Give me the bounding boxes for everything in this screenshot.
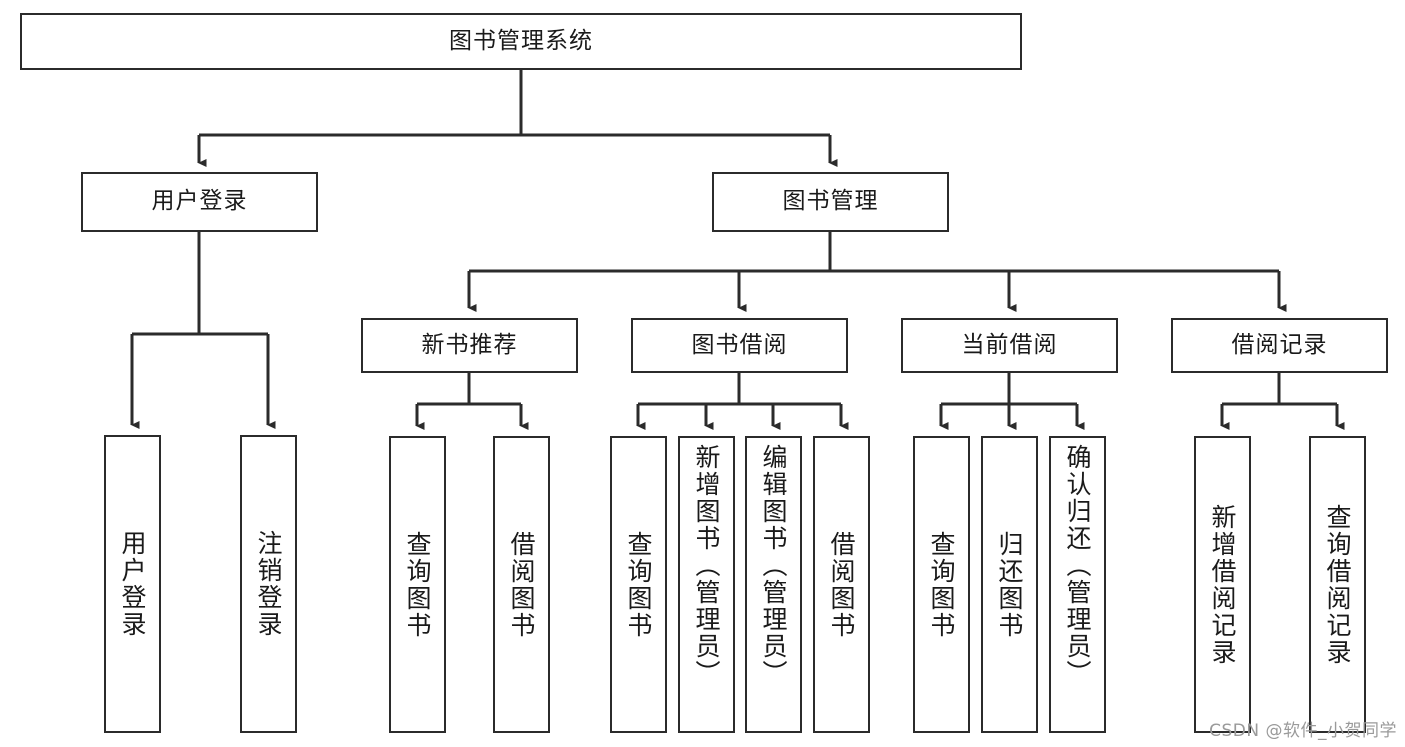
watermark-text: CSDN @软件_小贺同学 bbox=[1209, 721, 1397, 741]
node-leaf-return-book[interactable]: 归还图书 bbox=[981, 436, 1038, 733]
node-borrow-record[interactable]: 借阅记录 bbox=[1171, 318, 1388, 373]
node-new-book-recommend-label: 新书推荐 bbox=[421, 331, 518, 358]
node-leaf-borrow-book-2-label: 借阅图书 bbox=[827, 530, 856, 639]
node-leaf-query-book-1-label: 查询图书 bbox=[403, 530, 432, 639]
node-leaf-query-record[interactable]: 查询借阅记录 bbox=[1309, 436, 1366, 733]
node-leaf-confirm-return[interactable]: 确认归还（管理员） bbox=[1049, 436, 1106, 733]
node-leaf-return-book-label: 归还图书 bbox=[995, 530, 1024, 639]
node-leaf-query-book-3[interactable]: 查询图书 bbox=[913, 436, 970, 733]
node-book-manage-label: 图书管理 bbox=[782, 188, 879, 215]
node-leaf-query-book-3-label: 查询图书 bbox=[927, 530, 956, 639]
node-current-borrow-label: 当前借阅 bbox=[961, 331, 1058, 358]
node-leaf-add-record[interactable]: 新增借阅记录 bbox=[1194, 436, 1251, 733]
node-user-login-label: 用户登录 bbox=[151, 188, 248, 215]
node-current-borrow[interactable]: 当前借阅 bbox=[901, 318, 1118, 373]
node-leaf-add-book[interactable]: 新增图书（管理员） bbox=[678, 436, 735, 733]
node-new-book-recommend[interactable]: 新书推荐 bbox=[361, 318, 578, 373]
node-leaf-query-record-label: 查询借阅记录 bbox=[1323, 503, 1352, 666]
node-leaf-edit-book[interactable]: 编辑图书（管理员） bbox=[745, 436, 802, 733]
node-leaf-user-login-label: 用户登录 bbox=[118, 530, 147, 638]
node-leaf-logout-login[interactable]: 注销登录 bbox=[240, 435, 297, 733]
node-leaf-logout-login-label: 注销登录 bbox=[254, 530, 283, 638]
node-leaf-borrow-book-1[interactable]: 借阅图书 bbox=[493, 436, 550, 733]
node-book-borrow[interactable]: 图书借阅 bbox=[631, 318, 848, 373]
node-leaf-add-record-label: 新增借阅记录 bbox=[1208, 503, 1237, 666]
node-leaf-query-book-2-label: 查询图书 bbox=[624, 530, 653, 639]
node-book-borrow-label: 图书借阅 bbox=[691, 331, 788, 358]
node-leaf-add-book-label: 新增图书（管理员） bbox=[692, 444, 721, 687]
node-root-label: 图书管理系统 bbox=[449, 27, 593, 54]
node-leaf-query-book-1[interactable]: 查询图书 bbox=[389, 436, 446, 733]
node-root[interactable]: 图书管理系统 bbox=[20, 13, 1022, 70]
node-leaf-edit-book-label: 编辑图书（管理员） bbox=[759, 444, 788, 687]
node-leaf-borrow-book-2[interactable]: 借阅图书 bbox=[813, 436, 870, 733]
node-leaf-confirm-return-label: 确认归还（管理员） bbox=[1063, 444, 1092, 687]
node-leaf-query-book-2[interactable]: 查询图书 bbox=[610, 436, 667, 733]
node-borrow-record-label: 借阅记录 bbox=[1231, 331, 1328, 358]
node-book-manage[interactable]: 图书管理 bbox=[712, 172, 949, 232]
node-leaf-user-login[interactable]: 用户登录 bbox=[104, 435, 161, 733]
node-user-login[interactable]: 用户登录 bbox=[81, 172, 318, 232]
node-leaf-borrow-book-1-label: 借阅图书 bbox=[507, 530, 536, 639]
